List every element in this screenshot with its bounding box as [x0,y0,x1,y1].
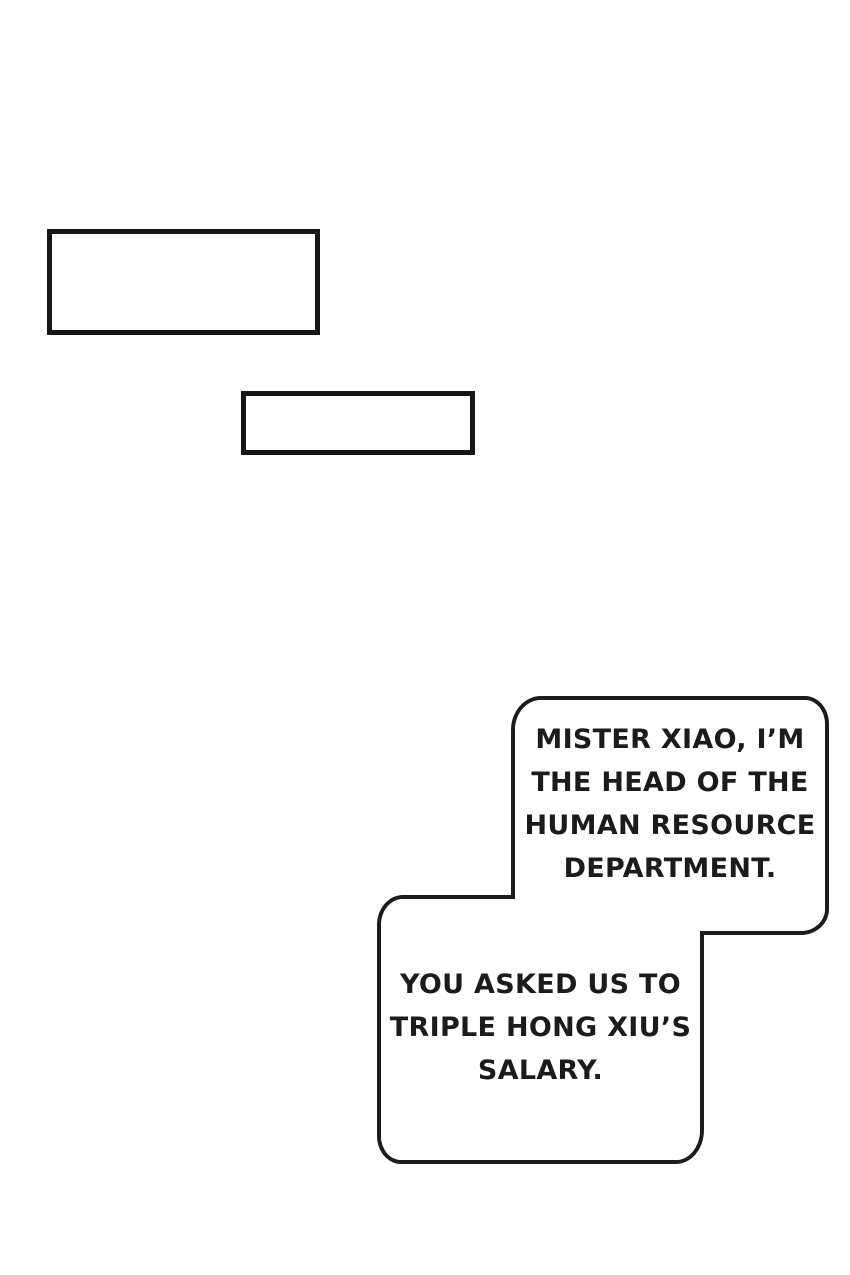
bubble-1-line-1: MISTER XIAO, I’M [535,724,805,755]
speech-bubble-1-fill [511,696,829,935]
bubble-1-line-3: HUMAN RESOURCE [524,810,816,841]
caption-box-2 [241,391,475,455]
bubble-2-line-3: SALARY. [477,1055,604,1086]
bubble-1-line-2: THE HEAD OF THE [531,767,809,798]
bubble-2-line-1: YOU ASKED US TO [399,969,682,1000]
bubble-1-line-4: DEPARTMENT. [563,853,777,884]
speech-bubble-2-fill [377,895,704,1164]
caption-box-1 [47,229,320,335]
speech-bubble-1-text: MISTER XIAO, I’M THE HEAD OF THE HUMAN R… [511,718,829,890]
speech-bubble-2-text: YOU ASKED US TO TRIPLE HONG XIU’S SALARY… [377,963,704,1092]
bubble-2-line-2: TRIPLE HONG XIU’S [389,1012,692,1043]
